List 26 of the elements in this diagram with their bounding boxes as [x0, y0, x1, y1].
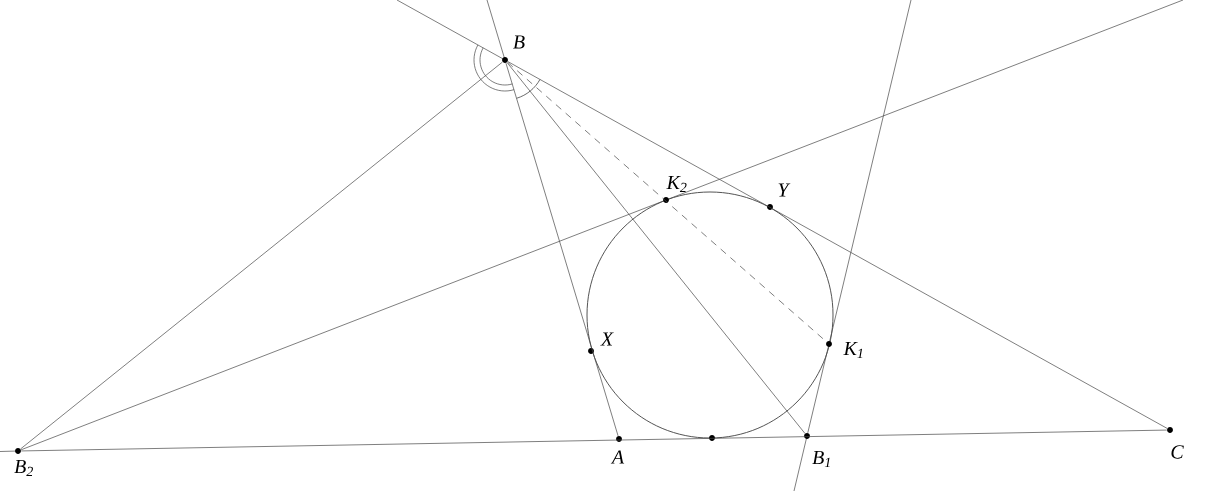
node-label: C: [1171, 445, 1184, 459]
labeled-point: B: [502, 35, 525, 63]
node-label: A: [610, 450, 625, 464]
labeled-point: Y: [767, 183, 791, 210]
labeled-point: B$_{2}$: [14, 448, 33, 477]
line: [506, 62, 806, 434]
node-label: K$_{2}$: [666, 175, 687, 193]
node-label: B$_{1}$: [812, 450, 830, 468]
node-label: B: [513, 35, 525, 49]
line: [505, 62, 619, 437]
line: [20, 61, 503, 450]
labeled-point: K$_{2}$: [663, 175, 687, 203]
node-label: B$_{2}$: [14, 459, 33, 477]
node-label: K$_{1}$: [843, 341, 863, 359]
point: [709, 435, 715, 441]
labeled-point: C: [1167, 427, 1184, 459]
node-label: X: [600, 332, 614, 346]
line: [507, 61, 1168, 429]
line: [20, 429, 1168, 452]
labeled-point: B$_{1}$: [804, 433, 830, 468]
labeled-point: K$_{1}$: [826, 341, 863, 359]
line: [807, 346, 829, 434]
labeled-point: X: [588, 332, 614, 354]
node-label: Y: [778, 183, 791, 197]
line: [20, 200, 664, 451]
labeled-point: A: [610, 436, 625, 464]
